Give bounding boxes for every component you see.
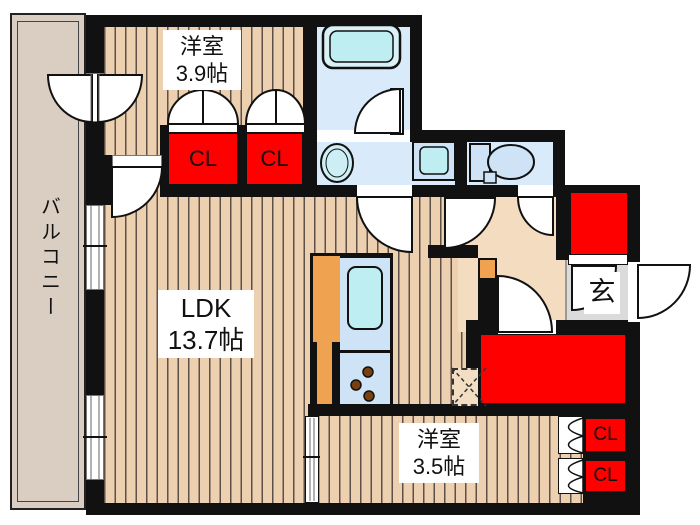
wall-washer-divider (455, 142, 467, 185)
closet-4: CL (583, 458, 628, 494)
hallway-door-arc (444, 197, 497, 250)
front-door-arc (637, 264, 692, 320)
washroom-door-opening (357, 185, 412, 197)
closet-2-label: CL (260, 146, 289, 171)
gas-stove-burners (350, 366, 375, 402)
bedroom2-name: 洋室 (416, 426, 461, 452)
closet-3-bifold-leaf-1 (567, 416, 584, 438)
kitchen-unit-divider (340, 350, 390, 353)
kitchen-sink (347, 266, 383, 330)
entrance-closet (568, 190, 630, 258)
refrigerator-cross (451, 367, 487, 407)
entrance-closet-door-strip (568, 254, 628, 265)
closet-3: CL (583, 416, 628, 454)
wall-door-post (104, 167, 112, 205)
wall-cl34-divider (583, 450, 628, 460)
kitchen-counter (313, 256, 340, 342)
wall-bath-right (410, 15, 422, 142)
window-ticks (83, 245, 320, 458)
ldk-label: LDK 13.7帖 (158, 290, 254, 358)
wall-closet-divider (238, 125, 246, 187)
bedroom1-balcony-door-arc-left (46, 74, 93, 124)
ldk-name: LDK (180, 292, 232, 323)
toilet-door-arc (516, 196, 554, 237)
kitchen-counter-lower (317, 342, 332, 404)
sliding-partition (305, 416, 319, 503)
balcony-label: バルコニー (28, 178, 70, 338)
bedroom1-balcony-door-arc-right (97, 74, 144, 124)
shoe-cabinet (478, 258, 497, 280)
storage-door-arc (497, 274, 554, 333)
bedroom1-entry-door-arc (111, 166, 164, 219)
balcony-text: バルコニー (37, 195, 60, 321)
bedroom1-name: 洋室 (179, 33, 224, 59)
toilet (469, 143, 535, 184)
bedroom2-label: 洋室 3.5帖 (399, 423, 479, 483)
wall-room-divider (303, 15, 317, 197)
window-pane-lines (90, 74, 315, 501)
entrance-label: 玄 (584, 272, 620, 314)
wall-step-top (410, 130, 565, 142)
closet-2-door-leaf-right (275, 88, 307, 125)
closet-1-door-leaf-right (202, 88, 240, 125)
ldk-size: 13.7帖 (167, 325, 245, 355)
bathtub (321, 23, 402, 70)
closet-4-bifold-leaf-1 (567, 458, 584, 478)
washing-machine (412, 141, 456, 181)
closet-1: CL (166, 131, 240, 187)
wall-bottom (86, 503, 640, 515)
closet-2-door-leaf-left (244, 88, 277, 125)
closet-3-bifold-leaf-2 (567, 434, 584, 454)
closet-1-door-leaf-left (166, 88, 204, 125)
washroom-door-arc (355, 196, 413, 254)
bedroom2-size: 3.5帖 (412, 454, 466, 479)
closet-3-label: CL (593, 424, 618, 445)
wall-hall-stub (428, 245, 478, 258)
wall-entrance-closet-left (556, 185, 570, 260)
balcony-inner-line (17, 21, 79, 502)
closet-2: CL (244, 131, 305, 187)
bedroom1-size: 3.9帖 (175, 61, 229, 86)
entrance-text: 玄 (588, 277, 616, 308)
toilet-door-opening (518, 185, 553, 197)
bedroom1-label: 洋室 3.9帖 (163, 30, 241, 90)
wall-toilet-right (553, 130, 565, 197)
wash-basin (320, 143, 354, 183)
bathroom-door-arc (353, 87, 401, 134)
closet-4-bifold-leaf-2 (567, 475, 584, 494)
closet-4-label: CL (593, 465, 618, 486)
closet-1-label: CL (188, 146, 218, 171)
